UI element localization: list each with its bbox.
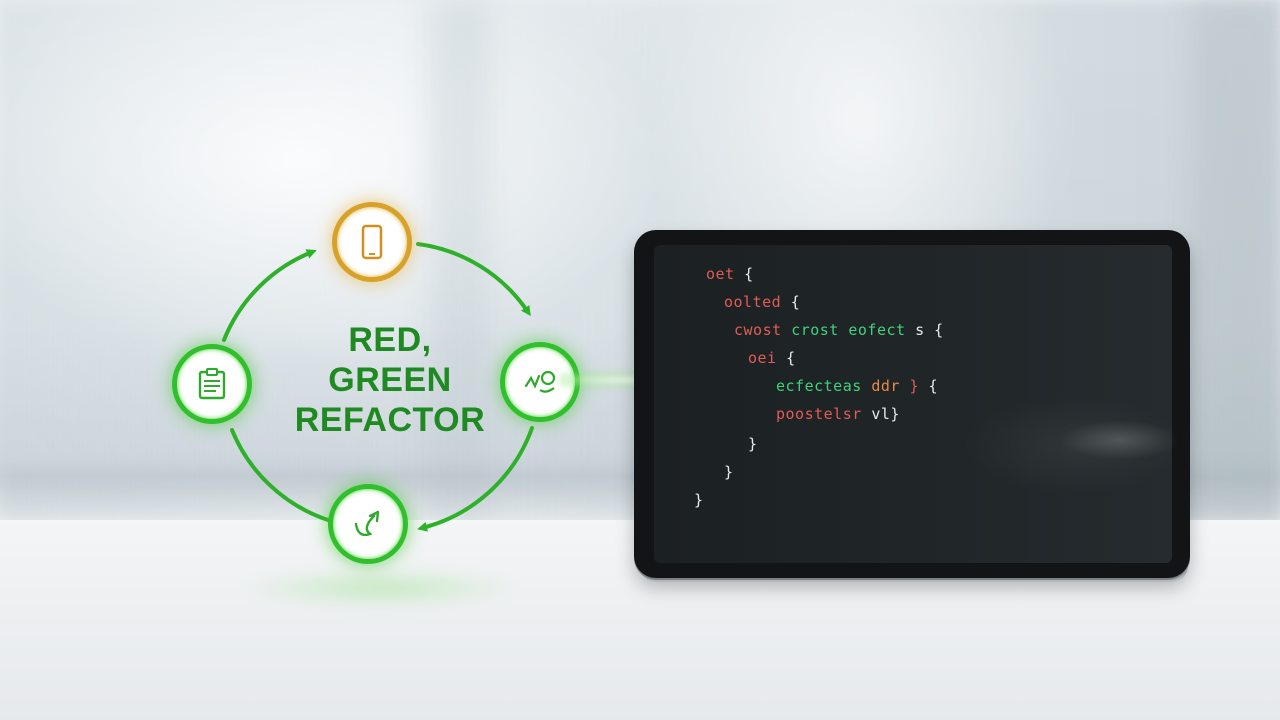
code-token: } (748, 435, 758, 453)
arrow-bottom-left (230, 428, 330, 522)
code-token: { (934, 321, 944, 339)
code-token: { (744, 265, 754, 283)
background-glare (1060, 420, 1180, 460)
cycle-node-refactor (328, 484, 408, 564)
screen-reflection (654, 245, 1172, 563)
cycle-title-line: GREEN (328, 361, 452, 399)
arrow-bottom-right (417, 426, 534, 532)
code-token: { (786, 349, 796, 367)
code-token: oei (748, 349, 787, 367)
mobile-device-icon (361, 224, 383, 260)
cycle-arrows (222, 242, 534, 532)
code-token: ecfecteas (776, 377, 872, 395)
code-token: ddr (871, 377, 910, 395)
background-pillar (430, 0, 490, 520)
code-token: oolted (724, 293, 791, 311)
code-token: { (928, 377, 939, 395)
code-line: oet { (706, 265, 754, 283)
code-token: poostelsr (776, 405, 872, 423)
cycle-node-mobile (332, 202, 412, 282)
code-token: { (790, 293, 801, 311)
curved-arrow-icon (354, 510, 380, 537)
code-token: cwost (734, 321, 792, 339)
code-token: } (724, 463, 734, 481)
cycle-reflection-glow (240, 568, 520, 608)
code-token: s (915, 321, 935, 339)
code-token: } (909, 377, 929, 395)
code-token: oet (706, 265, 745, 283)
code-token: } (694, 491, 704, 509)
code-line: ecfecteas ddr } { (776, 377, 938, 395)
code-line: cwost crost eofect s { (734, 321, 944, 339)
code-line: } (724, 463, 734, 481)
arrow-top-right (416, 242, 531, 317)
code-line: poostelsr vl} (776, 405, 900, 423)
background-pillar (1190, 0, 1280, 520)
code-screen: oet {oolted {cwost crost eofect s {oei {… (654, 245, 1172, 563)
cycle-node-checklist (172, 344, 252, 424)
code-token: eofect (848, 321, 916, 339)
code-check-icon (524, 370, 556, 393)
code-line: } (694, 491, 704, 509)
tdd-cycle-diagram: RED, GREEN REFACTOR (160, 190, 600, 590)
code-line: oei { (748, 349, 796, 367)
code-line: oolted { (724, 293, 800, 311)
tablet-device: oet {oolted {cwost crost eofect s {oei {… (634, 230, 1190, 578)
code-token: vl} (871, 405, 900, 423)
cycle-title-line: REFACTOR (294, 401, 486, 439)
cycle-title-line: RED, (348, 321, 432, 359)
checklist-icon (198, 368, 226, 400)
code-line: } (748, 435, 758, 453)
cycle-title: RED, GREEN REFACTOR (270, 320, 510, 440)
code-token: crost (791, 321, 849, 339)
arrow-top-left (222, 249, 317, 342)
